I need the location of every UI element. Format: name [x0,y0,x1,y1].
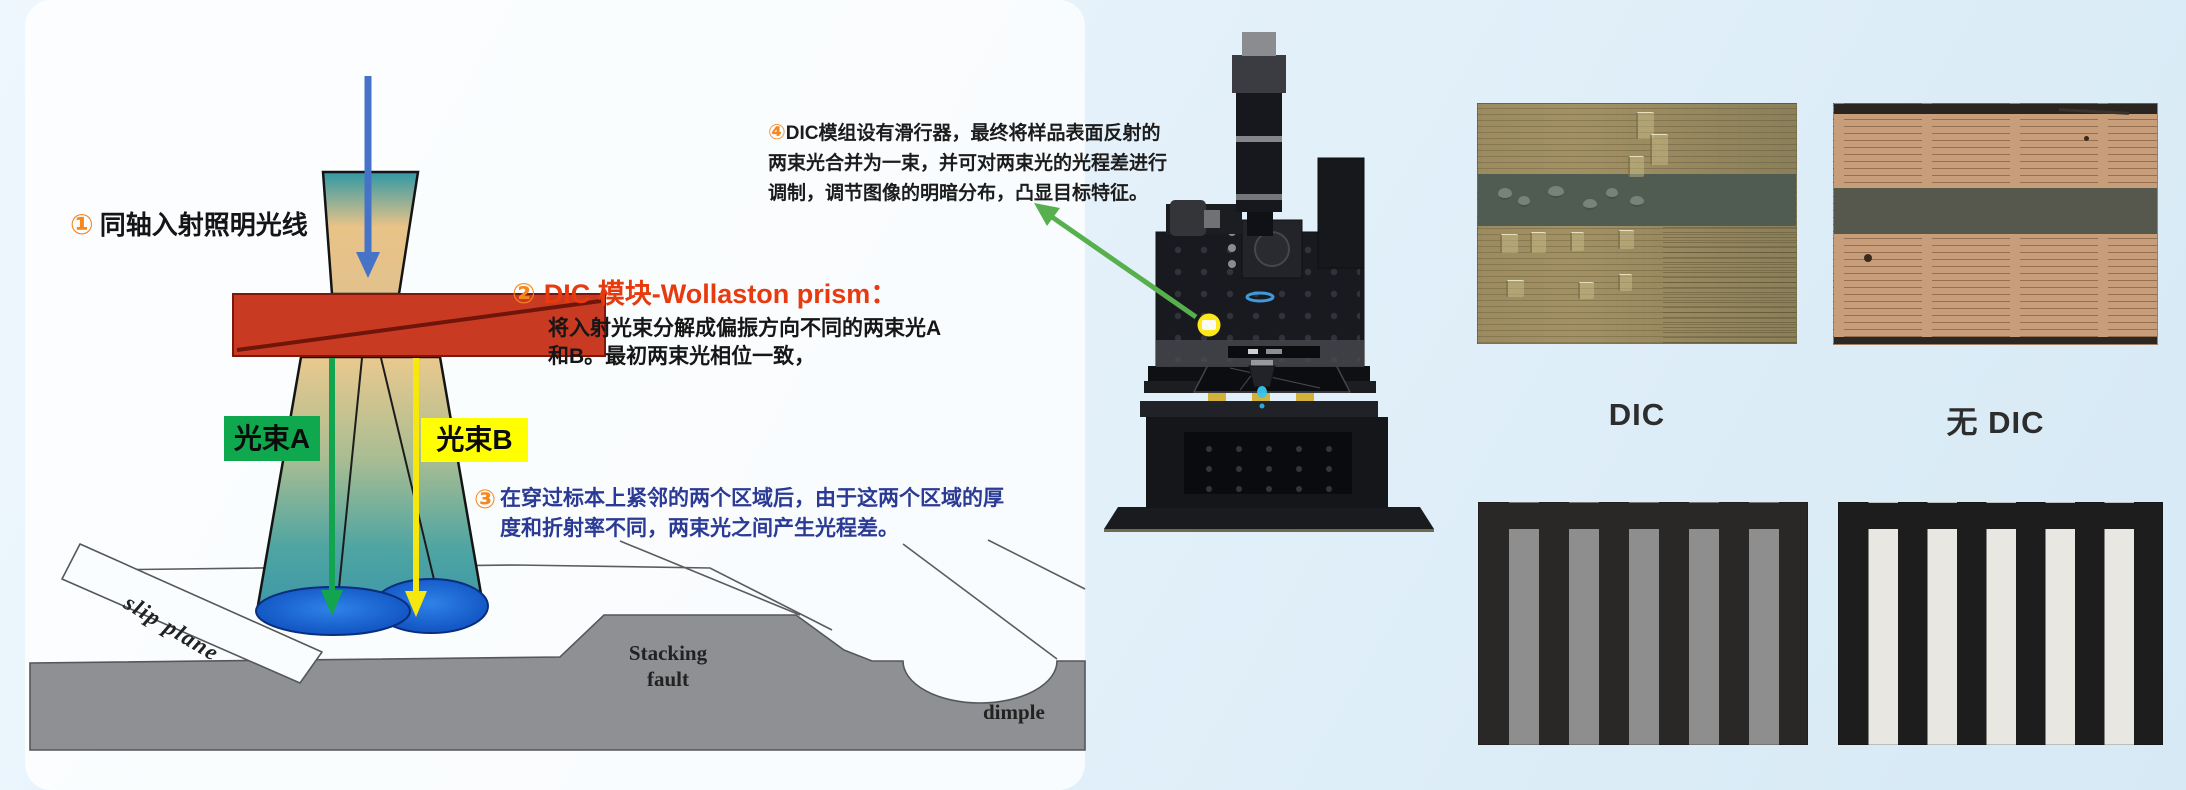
surface-front-face [29,614,1086,751]
relief-bump [1570,232,1584,251]
sample-surface-diagram [29,539,1086,751]
step4-line2: 两束光合并为一束，并可对两束光的光程差进行 [768,153,1168,174]
step4-line1: DIC模组设有滑行器，最终将样品表面反射的 [785,123,1161,144]
step1-number: ① [70,209,94,240]
relief-drop [1548,186,1564,198]
relief-drop [1518,196,1530,207]
relief-bump [1530,232,1546,253]
relief-drop [1630,196,1644,207]
grating-with-dic [1478,502,1808,745]
step3-line1: 在穿过标本上紧邻的两个区域后，由于这两个区域的厚 [500,487,1005,510]
incident-beam-arrow [356,76,380,278]
stage-yellow-pad [1296,393,1314,401]
step1-text: 同轴入射照明光线 [99,210,308,240]
highlight-center [1202,320,1216,330]
knurled-knob [1170,200,1206,236]
objective-ring [1251,360,1273,366]
inner-cone-edge [380,357,437,589]
optical-tube [1236,90,1282,212]
grating-top-band [1839,503,2162,529]
surface-edge-line [902,543,1058,660]
lower-light-cone [255,355,486,613]
stacking-fault-label: Stacking fault [597,640,739,692]
focus-glow [1257,386,1267,398]
speck [1864,254,1872,262]
surface-edge-line [987,539,1086,590]
tube-ring [1236,136,1282,142]
slip-plane-ridge [61,543,323,684]
no-dic-dark-band [1834,188,2157,234]
grating-top-band [1479,503,1807,529]
tube-ring [1236,194,1282,200]
circuit-lines [1663,224,1796,343]
cube-ring [1254,231,1290,267]
step2-body-line2: 和B。最初两束光相位一致， [548,345,816,368]
beam-a-label: 光束A [224,416,320,461]
stacking-fault-line1: Stacking [628,641,708,665]
step3-number: ③ [474,484,497,514]
dic-module-pointer-arrow [1034,203,1198,320]
focus-dot [1259,403,1265,409]
camera-cap [1242,32,1276,56]
side-module [1317,157,1365,269]
speck [2084,136,2089,141]
relief-bump [1500,234,1518,253]
relief-bump [1650,134,1668,165]
glass-scratch [1229,367,1321,389]
annotation-step3: ③ 在穿过标本上紧邻的两个区域后，由于这两个区域的厚 度和折射率不同，两束光之间… [474,484,1004,544]
bottom-dark-strip [1834,337,2157,344]
prism-diagonal [236,299,602,352]
step4-number: ④ [768,121,786,144]
relief-drop [1606,188,1618,199]
no-dic-comparison-label: 无 DIC [1946,405,2045,440]
step2-number: ② [512,278,536,309]
dic-comparison-label: DIC [1608,397,1666,432]
relief-drop [1498,188,1512,200]
annotation-step4: ④DIC模组设有滑行器，最终将样品表面反射的 两束光合并为一束，并可对两束光的光… [768,118,1167,209]
relief-bump [1636,112,1654,139]
relief-drop [1583,199,1597,210]
relief-bump [1618,230,1634,249]
microscope-foot [1104,507,1434,529]
top-dark-strip [1834,104,2157,114]
base-holes [1184,432,1352,494]
step3-line2: 度和折射率不同，两束光之间产生光程差。 [500,517,900,540]
stage-lower-plate [1140,401,1378,417]
relief-bump [1506,280,1524,297]
stage-yellow-pad [1208,393,1226,401]
beam-b-arrow [405,358,427,617]
blue-lens [1245,291,1275,303]
slider-mark [1248,349,1258,354]
micrograph-with-dic [1477,103,1797,344]
relief-bump [1578,282,1594,299]
surface-edge-line [619,540,801,616]
arm-clamp [1204,210,1220,228]
relief-bump [1618,274,1632,291]
step4-line3: 调制，调节图像的明暗分布，凸显目标特征。 [768,183,1149,204]
slider-mark [1266,349,1282,354]
beam-a-arrow [321,358,343,616]
grating-without-dic [1838,502,2163,745]
foot-edge [1104,529,1434,532]
dimple-label: dimple [983,700,1045,724]
camera-body [1232,55,1286,93]
micrograph-without-dic [1833,103,2158,345]
bolt [1228,260,1236,268]
step2-title: DIC 模块-Wollaston prism： [543,279,898,309]
beam-b-label: 光束B [421,418,528,462]
inner-cone-edge [337,357,363,599]
stacking-fault-line2: fault [647,667,689,691]
relief-bump [1628,156,1644,177]
tube-neck [1247,208,1273,236]
objective-lens [1248,365,1276,388]
step2-body-line1: 将入射光束分解成偏振方向不同的两束光A [548,317,942,340]
microscope-photo [1104,32,1434,532]
bolt [1228,244,1236,252]
